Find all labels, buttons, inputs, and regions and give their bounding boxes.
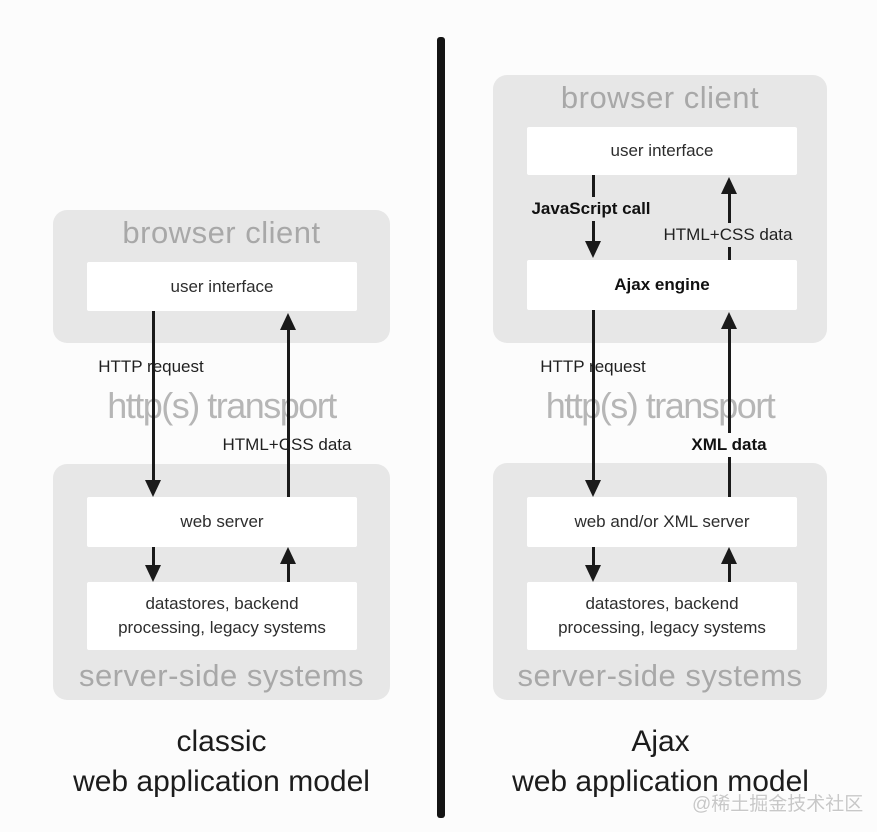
right-datastores-line2: processing, legacy systems: [558, 618, 766, 637]
left-caption-line1: classic: [176, 725, 267, 758]
arrow-head-up-icon: [721, 312, 737, 329]
left-datastores-box: datastores, backend processing, legacy s…: [87, 582, 357, 650]
arrow-line: [728, 563, 731, 582]
right-caption: Ajax web application model: [463, 722, 858, 801]
right-transport-label: http(s) transport: [545, 385, 776, 426]
left-datastores-line2: processing, legacy systems: [118, 618, 326, 637]
right-xml-data-label: XML data: [634, 433, 824, 458]
right-htmlcss-arrow-up: [721, 177, 737, 260]
arrow-head-down-icon: [145, 565, 161, 582]
left-caption-line2: web application model: [73, 764, 370, 798]
arrow-line: [152, 547, 155, 566]
left-response-arrow-up: [280, 313, 296, 497]
arrow-head-up-icon: [280, 313, 296, 330]
arrow-line: [152, 311, 155, 481]
right-http-request-arrow-down: [585, 310, 601, 497]
arrow-line: [592, 547, 595, 566]
left-web-server-box: web server: [87, 497, 357, 547]
right-caption-line2: web application model: [512, 764, 809, 798]
right-http-request-label: HTTP request: [540, 357, 646, 376]
right-javascript-call-label: JavaScript call: [496, 197, 686, 222]
left-http-request-label: HTTP request: [98, 357, 204, 376]
left-server-down-arrow: [145, 547, 161, 582]
left-http-request-arrow-down: [145, 311, 161, 497]
left-caption: classic web application model: [24, 722, 419, 801]
left-transport-label: http(s) transport: [107, 385, 337, 426]
right-datastores-line1: datastores, backend: [585, 594, 739, 614]
right-caption-line1: Ajax: [631, 725, 690, 758]
left-browser-client-title: browser client: [122, 215, 321, 250]
left-server-up-arrow: [280, 547, 296, 582]
right-server-side-title: server-side systems: [517, 658, 803, 693]
arrow-line: [287, 563, 290, 582]
arrow-head-up-icon: [721, 547, 737, 564]
arrow-line: [592, 310, 595, 480]
right-datastores-box: datastores, backend processing, legacy s…: [527, 582, 797, 650]
arrow-head-up-icon: [721, 177, 737, 194]
right-user-interface-box: user interface: [527, 127, 797, 175]
left-response-data-label: HTML+CSS data: [222, 435, 352, 454]
right-server-up-arrow: [721, 547, 737, 582]
arrow-head-down-icon: [145, 480, 161, 497]
right-web-server-box: web and/or XML server: [527, 497, 797, 547]
arrow-line: [287, 329, 290, 497]
vertical-divider: [437, 37, 445, 818]
right-htmlcss-data-label: HTML+CSS data: [633, 223, 823, 248]
arrow-line: [728, 328, 731, 497]
right-server-down-arrow: [585, 547, 601, 582]
arrow-head-down-icon: [585, 480, 601, 497]
left-datastores-line1: datastores, backend: [145, 594, 299, 614]
watermark-text: @稀土掘金技术社区: [692, 794, 864, 815]
right-xml-data-arrow-up: [721, 312, 737, 497]
left-server-side-title: server-side systems: [78, 658, 365, 693]
right-ajax-engine-box: Ajax engine: [527, 260, 797, 310]
arrow-head-down-icon: [585, 241, 601, 258]
left-user-interface-box: user interface: [87, 262, 357, 311]
right-browser-client-title: browser client: [560, 80, 760, 115]
arrow-head-up-icon: [280, 547, 296, 564]
arrow-head-down-icon: [585, 565, 601, 582]
